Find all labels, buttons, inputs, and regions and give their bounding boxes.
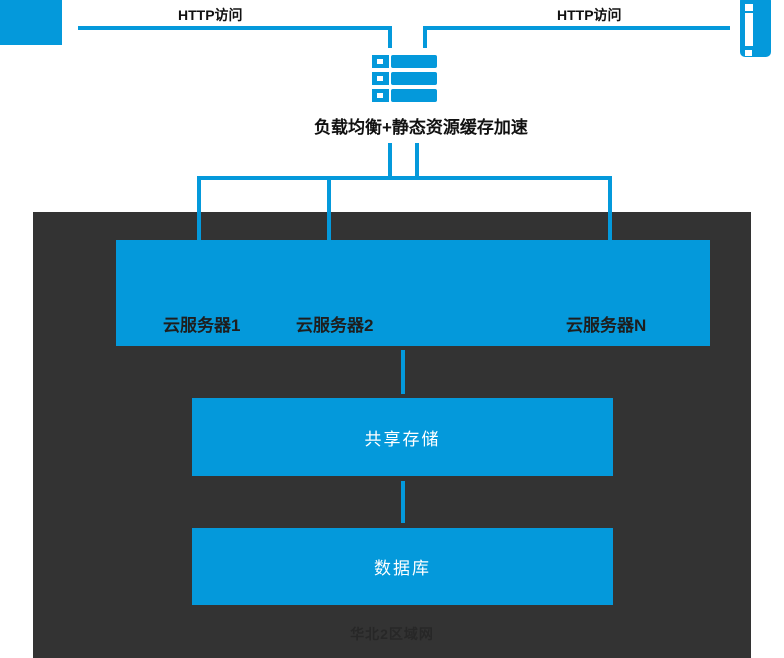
connector-storage-database: [401, 481, 405, 523]
link-right-horizontal: [423, 26, 730, 30]
region-network-label: 华北2区域网: [350, 626, 434, 642]
mobile-home-button: [745, 50, 752, 56]
connector-servers-storage: [401, 350, 405, 394]
cloud-servers-block: 云服务器1 云服务器2 云服务器N: [116, 240, 710, 346]
lb-out-line-2: [415, 143, 419, 180]
datacenter-region-panel: 云服务器1 云服务器2 云服务器N 共享存储 数据库: [33, 212, 751, 658]
mobile-client-icon: [740, 0, 771, 57]
load-balancer-server-stack-icon: [372, 55, 437, 102]
branch-line-server2: [327, 180, 331, 240]
desktop-client-icon: [0, 0, 62, 45]
cloud-server-2-label: 云服务器2: [296, 316, 374, 335]
http-access-label-left: HTTP访问: [178, 7, 243, 23]
mobile-screen: [745, 13, 753, 46]
cloud-server-1-label: 云服务器1: [163, 316, 241, 335]
database-block: 数据库: [192, 528, 613, 605]
branch-line-server1: [197, 180, 201, 240]
shared-storage-block: 共享存储: [192, 398, 613, 476]
mobile-speaker: [745, 4, 753, 11]
branch-line-serverN: [608, 180, 612, 240]
link-right-drop: [423, 26, 427, 48]
database-label: 数据库: [374, 559, 431, 578]
cloud-server-n-label: 云服务器N: [566, 316, 647, 335]
load-balancer-label: 负载均衡+静态资源缓存加速: [314, 118, 528, 137]
http-access-label-right: HTTP访问: [557, 7, 622, 23]
lb-out-line-1: [388, 143, 392, 180]
link-left-horizontal: [78, 26, 392, 30]
shared-storage-label: 共享存储: [364, 429, 441, 449]
distribution-bus-line: [197, 176, 612, 180]
link-left-drop: [388, 26, 392, 48]
